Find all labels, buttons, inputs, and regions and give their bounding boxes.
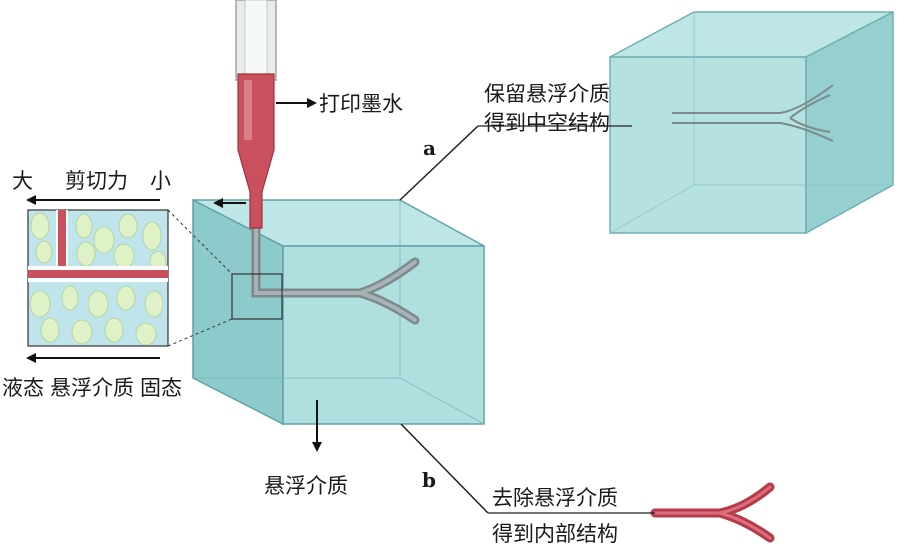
medium-label: 悬浮介质 — [264, 474, 348, 498]
state-liquid-label: 液态 — [2, 376, 44, 400]
extracted-vessel — [650, 482, 775, 543]
shear-title-label: 剪切力 — [65, 169, 128, 193]
shear-large-label: 大 — [12, 169, 33, 193]
print-nozzle — [235, 0, 277, 229]
route-b-label-line2: 得到内部结构 — [492, 522, 618, 546]
printed-channel — [251, 225, 420, 325]
shear-small-label: 小 — [150, 169, 171, 193]
connector-a — [399, 125, 479, 201]
detail-filament — [28, 210, 168, 282]
result-cube-hollow — [609, 10, 894, 235]
shear-detail-panel — [27, 209, 233, 347]
support-bath-cube — [192, 198, 485, 426]
zoom-region-box — [231, 273, 283, 320]
state-medium-label: 悬浮介质 — [50, 376, 134, 400]
hollow-channel — [672, 84, 834, 142]
route-b-letter: b — [422, 468, 436, 492]
route-a-label-line2: 得到中空结构 — [484, 111, 610, 135]
route-a-label-line1: 保留悬浮介质 — [484, 82, 610, 106]
state-solid-label: 固态 — [140, 376, 182, 400]
route-a-letter: a — [423, 136, 436, 160]
route-b-label-line1: 去除悬浮介质 — [492, 486, 618, 510]
connector-b — [400, 423, 489, 514]
ink-label: 打印墨水 — [319, 92, 403, 116]
